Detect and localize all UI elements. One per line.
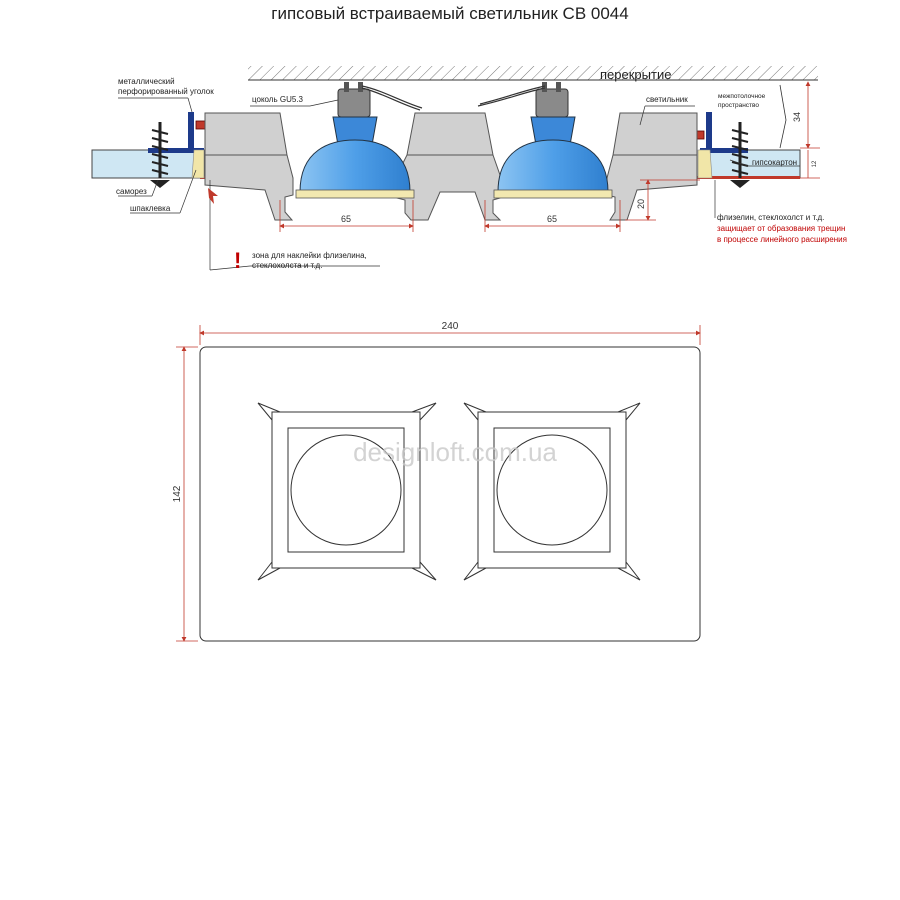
label-luminaire: светильник [646, 95, 688, 104]
label-interceiling-2: пространство [718, 102, 759, 109]
pointer-arrow-icon [208, 188, 218, 204]
dim-65-left-label: 65 [341, 214, 351, 224]
dim-65-left [279, 200, 414, 232]
warning-icon: ! [234, 248, 241, 273]
drywall-left [91, 112, 205, 179]
putty-right [697, 149, 713, 179]
page-title: гипсовый встраиваемый светильник СВ 0044 [271, 4, 629, 23]
drywall-right [699, 112, 801, 179]
ceiling-slab [248, 66, 818, 81]
label-interceiling-1: межпотолочное [718, 93, 766, 100]
dim-142 [176, 346, 198, 642]
label-fabric-1: флизелин, стеклохолст и т.д. [717, 213, 824, 222]
plaster-body [204, 112, 698, 221]
label-fabric-3: в процессе линейного расширения [717, 235, 847, 244]
dim-12-label: 12 [812, 160, 818, 167]
label-fabric-2: защищает от образования трещин [717, 224, 845, 233]
dim-12 [800, 150, 820, 179]
interceiling-arrows [779, 84, 787, 149]
dim-65-right [484, 200, 621, 232]
dim-240 [199, 325, 701, 345]
dim-65-right-label: 65 [547, 214, 557, 224]
label-drywall: гипсокартон [752, 158, 797, 167]
dim-240-label: 240 [442, 321, 459, 332]
leader-lines [118, 97, 800, 271]
screw-left-icon [150, 122, 170, 188]
putty-left [191, 149, 205, 179]
label-metal-corner-2: перфорированный уголок [118, 87, 214, 96]
label-zone-1: зона для наклейки флизелина, [252, 251, 367, 260]
dim-34 [800, 81, 820, 149]
lamp-right-icon [477, 82, 613, 199]
lamp-left-icon [295, 82, 423, 199]
plan-view [199, 346, 701, 642]
dim-20 [625, 179, 700, 221]
slab-label: перекрытие [600, 67, 671, 82]
dim-142-label: 142 [172, 485, 183, 502]
label-socket: цоколь GU5.3 [252, 95, 304, 104]
plan-opening-right [496, 434, 608, 546]
label-putty: шпаклевка [130, 204, 171, 213]
dim-34-label: 34 [792, 112, 802, 122]
plan-frame-left [257, 402, 437, 581]
plan-frame-right [463, 402, 641, 581]
label-metal-corner-1: металлический [118, 77, 175, 86]
watermark: designloft.com.ua [353, 437, 557, 467]
dim-20-label: 20 [636, 199, 646, 209]
screw-right-icon [730, 122, 750, 188]
label-zone-2: стеклохолста и т.д. [252, 261, 322, 270]
plan-opening-left [290, 434, 402, 546]
label-screw: саморез [116, 187, 147, 196]
